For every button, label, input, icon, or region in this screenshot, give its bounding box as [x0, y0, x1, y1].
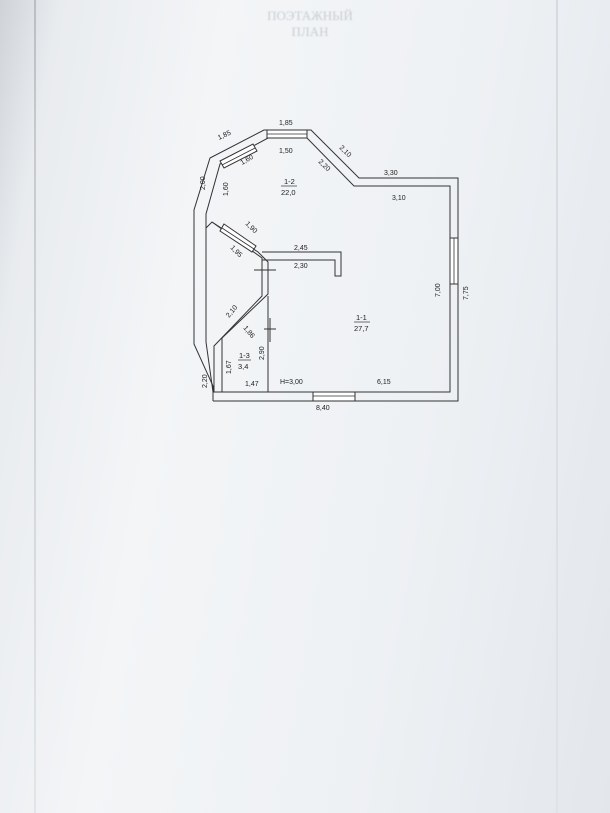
window-pane	[221, 147, 256, 166]
paper-fold-line	[34, 0, 36, 813]
dimension-label: 2,00	[200, 176, 207, 190]
dimension-label: 7,75	[463, 286, 470, 300]
room-code: 1-2	[284, 177, 295, 186]
dimension-label: 1,50	[279, 148, 293, 155]
dimension-label: 2,20	[202, 374, 209, 388]
dimension-label: 2,90	[259, 346, 266, 360]
partition-wall	[262, 251, 342, 277]
show-through-header-line: ПЛАН	[291, 24, 329, 39]
ceiling-height-label: H=3,00	[280, 379, 303, 386]
inner-partition-left	[205, 221, 263, 392]
dimension-label: 6,15	[377, 379, 391, 386]
dimension-label: 1,47	[245, 381, 259, 388]
dimension-label: 7,00	[435, 283, 442, 297]
dimension-label: 3,30	[384, 170, 398, 177]
dimension-label: 2,45	[294, 245, 308, 252]
dimension-label: 1,60	[223, 182, 230, 196]
dimension-label: 1,85	[279, 120, 293, 127]
show-through-header: ПОЭТАЖНЫЙ ПЛАН	[230, 8, 390, 40]
room-code: 1-1	[356, 313, 367, 322]
dimension-label: 1,95	[229, 244, 244, 259]
dimension-label: 1,86	[241, 325, 255, 340]
room-area: 27,7	[354, 324, 369, 333]
dimension-label: 3,10	[392, 195, 406, 202]
show-through-header-line: ПОЭТАЖНЫЙ	[267, 8, 353, 23]
room-area: 22,0	[281, 188, 296, 197]
dimension-label: 1,85	[217, 130, 232, 142]
paper-fold-line	[556, 0, 558, 813]
window	[312, 391, 356, 402]
window-pane	[221, 227, 255, 250]
dimension-label: 1,67	[226, 360, 233, 374]
dimension-label: 1,90	[244, 220, 259, 235]
window	[219, 143, 258, 169]
room-code: 1-3	[239, 351, 250, 360]
room-area: 3,4	[238, 362, 248, 371]
dimension-label: 2,10	[225, 304, 239, 319]
dimension-label: 2,30	[294, 263, 308, 270]
window	[219, 223, 257, 253]
dimension-label: 8,40	[316, 405, 330, 412]
dimension-label: 2,10	[338, 144, 353, 159]
